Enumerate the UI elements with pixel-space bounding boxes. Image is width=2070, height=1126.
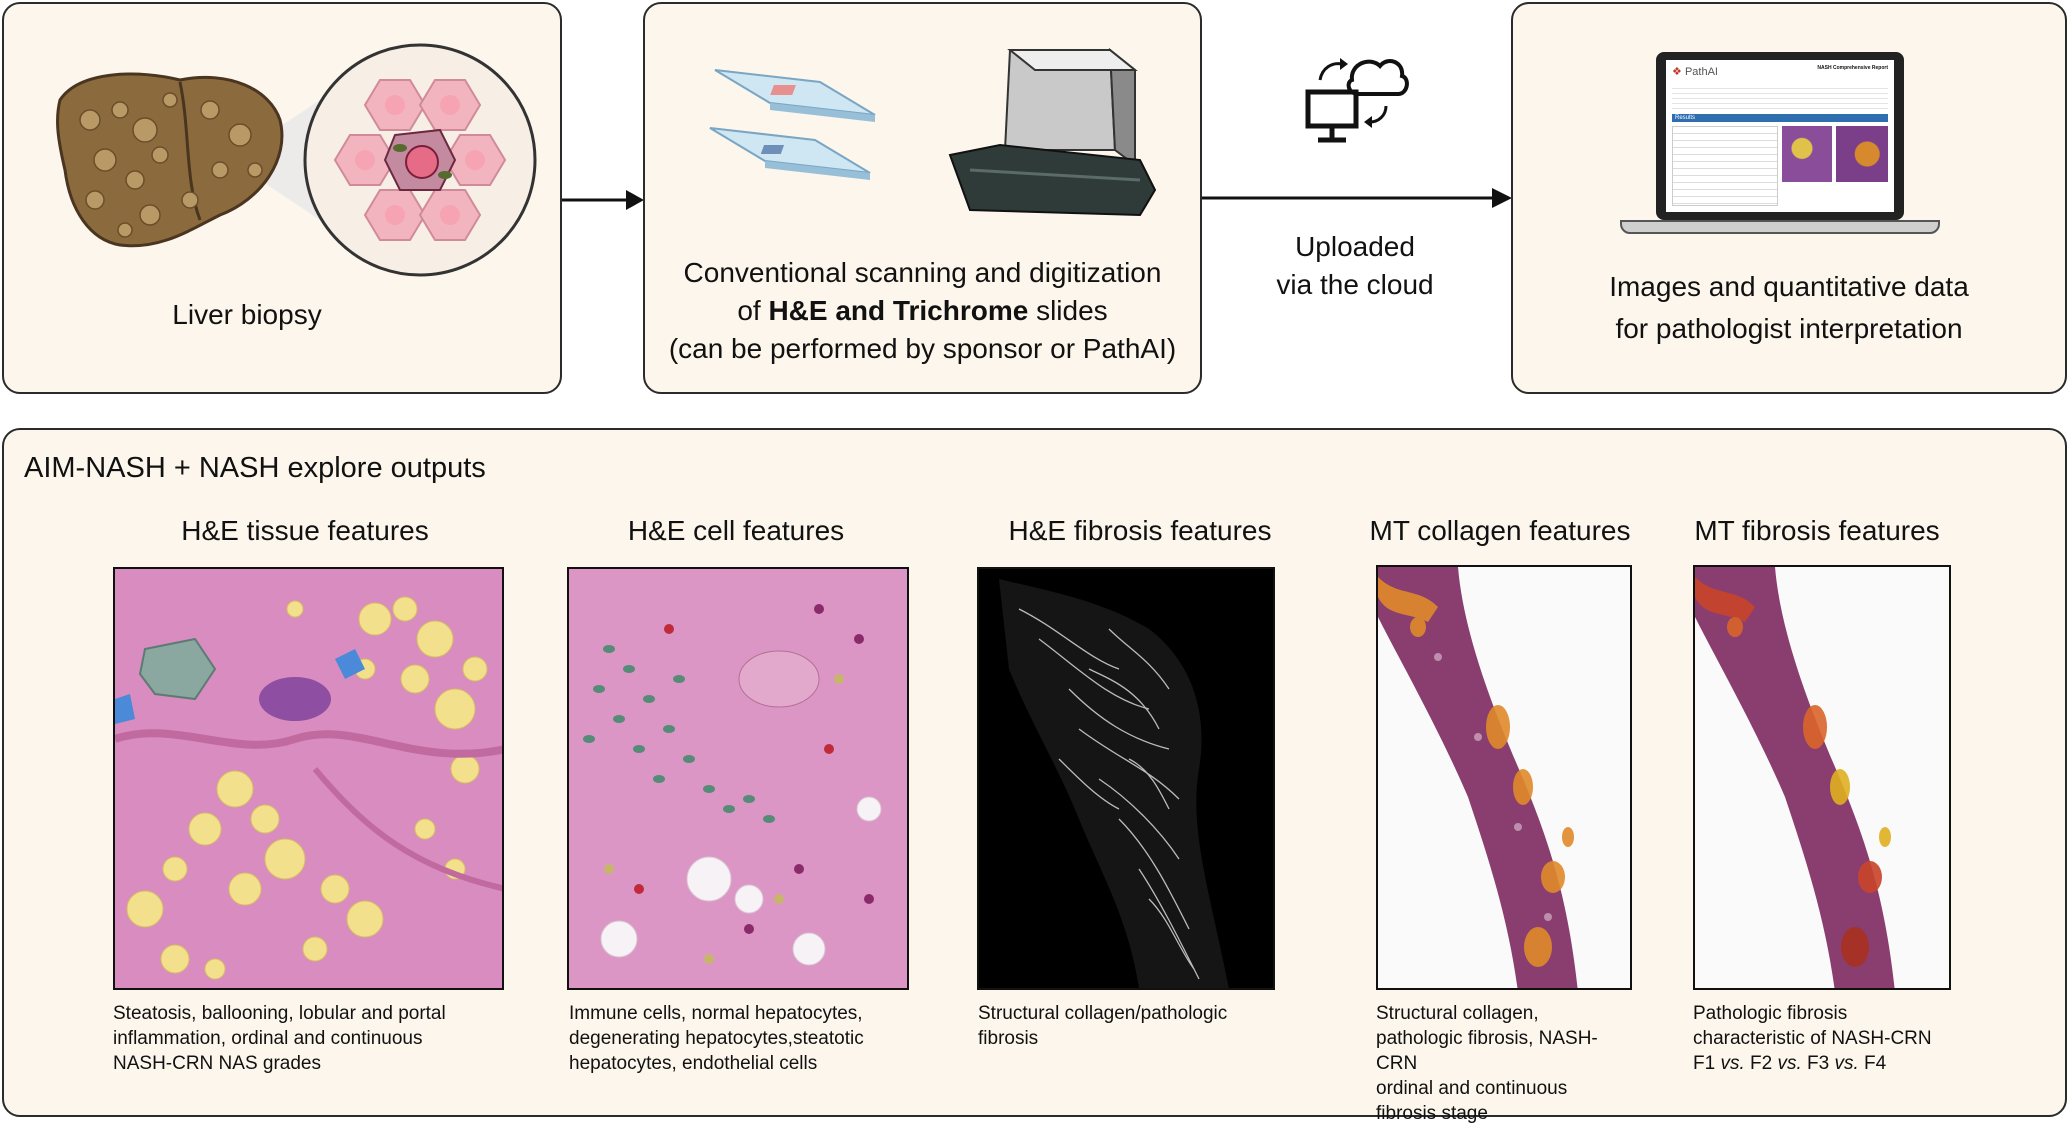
liver-illustration (50, 40, 540, 280)
report-window: ❖ PathAI NASH Comprehensive Report Resul… (1666, 60, 1894, 212)
panel-title-he-tissue: H&E tissue features (181, 515, 429, 546)
caption-line: pathologic fibrosis, NASH-CRN (1376, 1028, 1598, 1074)
panel-title-he-fibrosis: H&E fibrosis features (1008, 515, 1272, 546)
caption-line: Pathologic fibrosis (1693, 1003, 1848, 1024)
outputs-heading: AIM-NASH + NASH explore outputs (24, 452, 486, 484)
scanning-caption-line3: (can be performed by sponsor or PathAI) (668, 333, 1177, 364)
upload-caption-line1: Uploaded (1295, 231, 1415, 262)
vs-label: vs. (1777, 1053, 1802, 1074)
panel-title-he-cell: H&E cell features (627, 515, 845, 546)
caption-line: fibrosis (978, 1028, 1039, 1049)
panel-title-mt-fibrosis: MT fibrosis features (1694, 515, 1940, 546)
caption-line: Structural collagen/pathologic (978, 1003, 1228, 1024)
stain-types: H&E and Trichrome (768, 295, 1029, 326)
results-thumb-2 (1836, 126, 1888, 182)
report-title: NASH Comprehensive Report (1817, 65, 1888, 71)
laptop-base (1620, 220, 1940, 234)
he-cell-image (567, 567, 909, 990)
mt-collagen-image (1376, 565, 1632, 990)
pathai-logo: ❖ PathAI (1672, 66, 1718, 78)
mt-fibrosis-image (1693, 565, 1951, 990)
upload-caption-line2: via the cloud (1276, 269, 1434, 300)
caption-line: fibrosis stage (1376, 1103, 1488, 1124)
caption-line: Structural collagen, (1376, 1003, 1539, 1024)
pathologist-caption: Images and quantitative data for patholo… (1511, 268, 2067, 348)
caption-line: inflammation, ordinal and continuous (113, 1028, 423, 1049)
panel-caption-mt-fibrosis: Pathologic fibrosis characteristic of NA… (1693, 1001, 1963, 1076)
caption-line: Immune cells, normal hepatocytes, (569, 1003, 863, 1024)
stage-f2: F2 (1744, 1053, 1778, 1074)
liver-biopsy-caption: Liver biopsy (172, 299, 322, 330)
pathologist-caption-line2: for pathologist interpretation (1615, 313, 1963, 344)
caption-line: characteristic of NASH-CRN (1693, 1028, 1932, 1049)
scanning-caption-line1: Conventional scanning and digitization (683, 257, 1162, 288)
laptop-illustration: ❖ PathAI NASH Comprehensive Report Resul… (1620, 52, 1940, 242)
scanning-caption-prefix: of (737, 295, 769, 326)
caption-line: NASH-CRN NAS grades (113, 1053, 321, 1074)
upload-caption: Uploaded via the cloud (1230, 228, 1480, 304)
slide-scanner-illustration (940, 40, 1170, 220)
results-table (1672, 126, 1778, 206)
arrow-right-icon (1202, 186, 1512, 210)
he-tissue-image (113, 567, 504, 990)
caption-line: Steatosis, ballooning, lobular and porta… (113, 1003, 446, 1024)
vs-label: vs. (1720, 1053, 1745, 1074)
scanning-caption: Conventional scanning and digitization o… (643, 254, 1202, 368)
stage-f4: F4 (1858, 1053, 1887, 1074)
cloud-upload-icon (1300, 50, 1410, 150)
stage-f1: F1 (1693, 1053, 1721, 1074)
caption-line: hepatocytes, endothelial cells (569, 1053, 818, 1074)
stage-f3: F3 (1801, 1053, 1835, 1074)
vs-label: vs. (1834, 1053, 1859, 1074)
results-thumb-1 (1782, 126, 1832, 182)
caption-line: degenerating hepatocytes,steatotic (569, 1028, 864, 1049)
glass-slides-illustration (705, 60, 885, 210)
scanning-caption-line2: of H&E and Trichrome slides (643, 292, 1202, 330)
arrow-right-icon (562, 188, 644, 212)
panel-caption-he-tissue: Steatosis, ballooning, lobular and porta… (113, 1001, 533, 1076)
laptop-screen: ❖ PathAI NASH Comprehensive Report Resul… (1656, 52, 1904, 220)
panel-title-mt-collagen: MT collagen features (1369, 515, 1631, 546)
panel-caption-he-fibrosis: Structural collagen/pathologic fibrosis (978, 1001, 1298, 1051)
panel-caption-mt-collagen: Structural collagen, pathologic fibrosis… (1376, 1001, 1636, 1126)
he-fibrosis-image (977, 567, 1275, 990)
panel-caption-he-cell: Immune cells, normal hepatocytes, degene… (569, 1001, 929, 1076)
pathologist-caption-line1: Images and quantitative data (1609, 271, 1969, 302)
caption-line: ordinal and continuous (1376, 1078, 1568, 1099)
scanning-caption-suffix: slides (1028, 295, 1108, 326)
report-fields (1672, 84, 1888, 110)
results-bar: Results (1672, 114, 1888, 122)
fibrosis-stages: F1 vs. F2 vs. F3 vs. F4 (1693, 1051, 1963, 1076)
